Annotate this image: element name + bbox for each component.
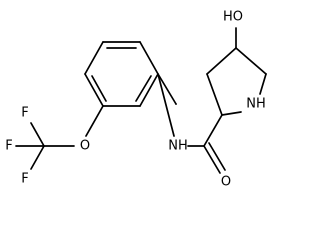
bond-c-c2 xyxy=(203,114,223,147)
bond-co-1 xyxy=(203,145,221,174)
benzene-ring xyxy=(84,41,159,107)
atom-labels: HO NH NH O O F F F xyxy=(5,10,265,190)
ether-oxygen-label: O xyxy=(80,139,90,154)
bond-pyr-3 xyxy=(235,47,267,75)
bond-co-2 xyxy=(208,142,226,171)
bond-pyr-1 xyxy=(206,73,223,116)
bond-cf-2 xyxy=(30,122,45,147)
bond-ring-2 xyxy=(139,41,159,75)
bond-ring-6 xyxy=(84,41,104,75)
double-bond-inner-2 xyxy=(135,75,152,102)
bond-cf-3 xyxy=(30,145,45,170)
bond-ring-ether xyxy=(85,105,104,137)
fluorine-label-3: F xyxy=(21,172,28,187)
bond-pyr-4 xyxy=(259,73,267,95)
bond-ring-amide-n xyxy=(157,73,177,105)
bond-pyr-5 xyxy=(221,111,242,116)
amide-nh-label: NH xyxy=(168,139,188,154)
molecule-structure: HO NH NH O O F F F xyxy=(5,10,267,190)
hydroxyl-label: HO xyxy=(223,10,243,25)
fluorine-label-2: F xyxy=(21,106,28,121)
pyrrolidine-ring xyxy=(206,27,267,116)
ring-nh-label: NH xyxy=(246,97,266,112)
carbonyl-oxygen-label: O xyxy=(221,175,231,190)
bond-ring-3 xyxy=(139,73,159,107)
double-bond-inner-3 xyxy=(91,75,107,102)
bond-ring-to-nh xyxy=(157,73,175,137)
bond-ring-5 xyxy=(84,73,104,107)
bond-pyr-2 xyxy=(206,47,237,75)
fluorine-label-1: F xyxy=(5,139,12,154)
bonds xyxy=(15,73,226,174)
